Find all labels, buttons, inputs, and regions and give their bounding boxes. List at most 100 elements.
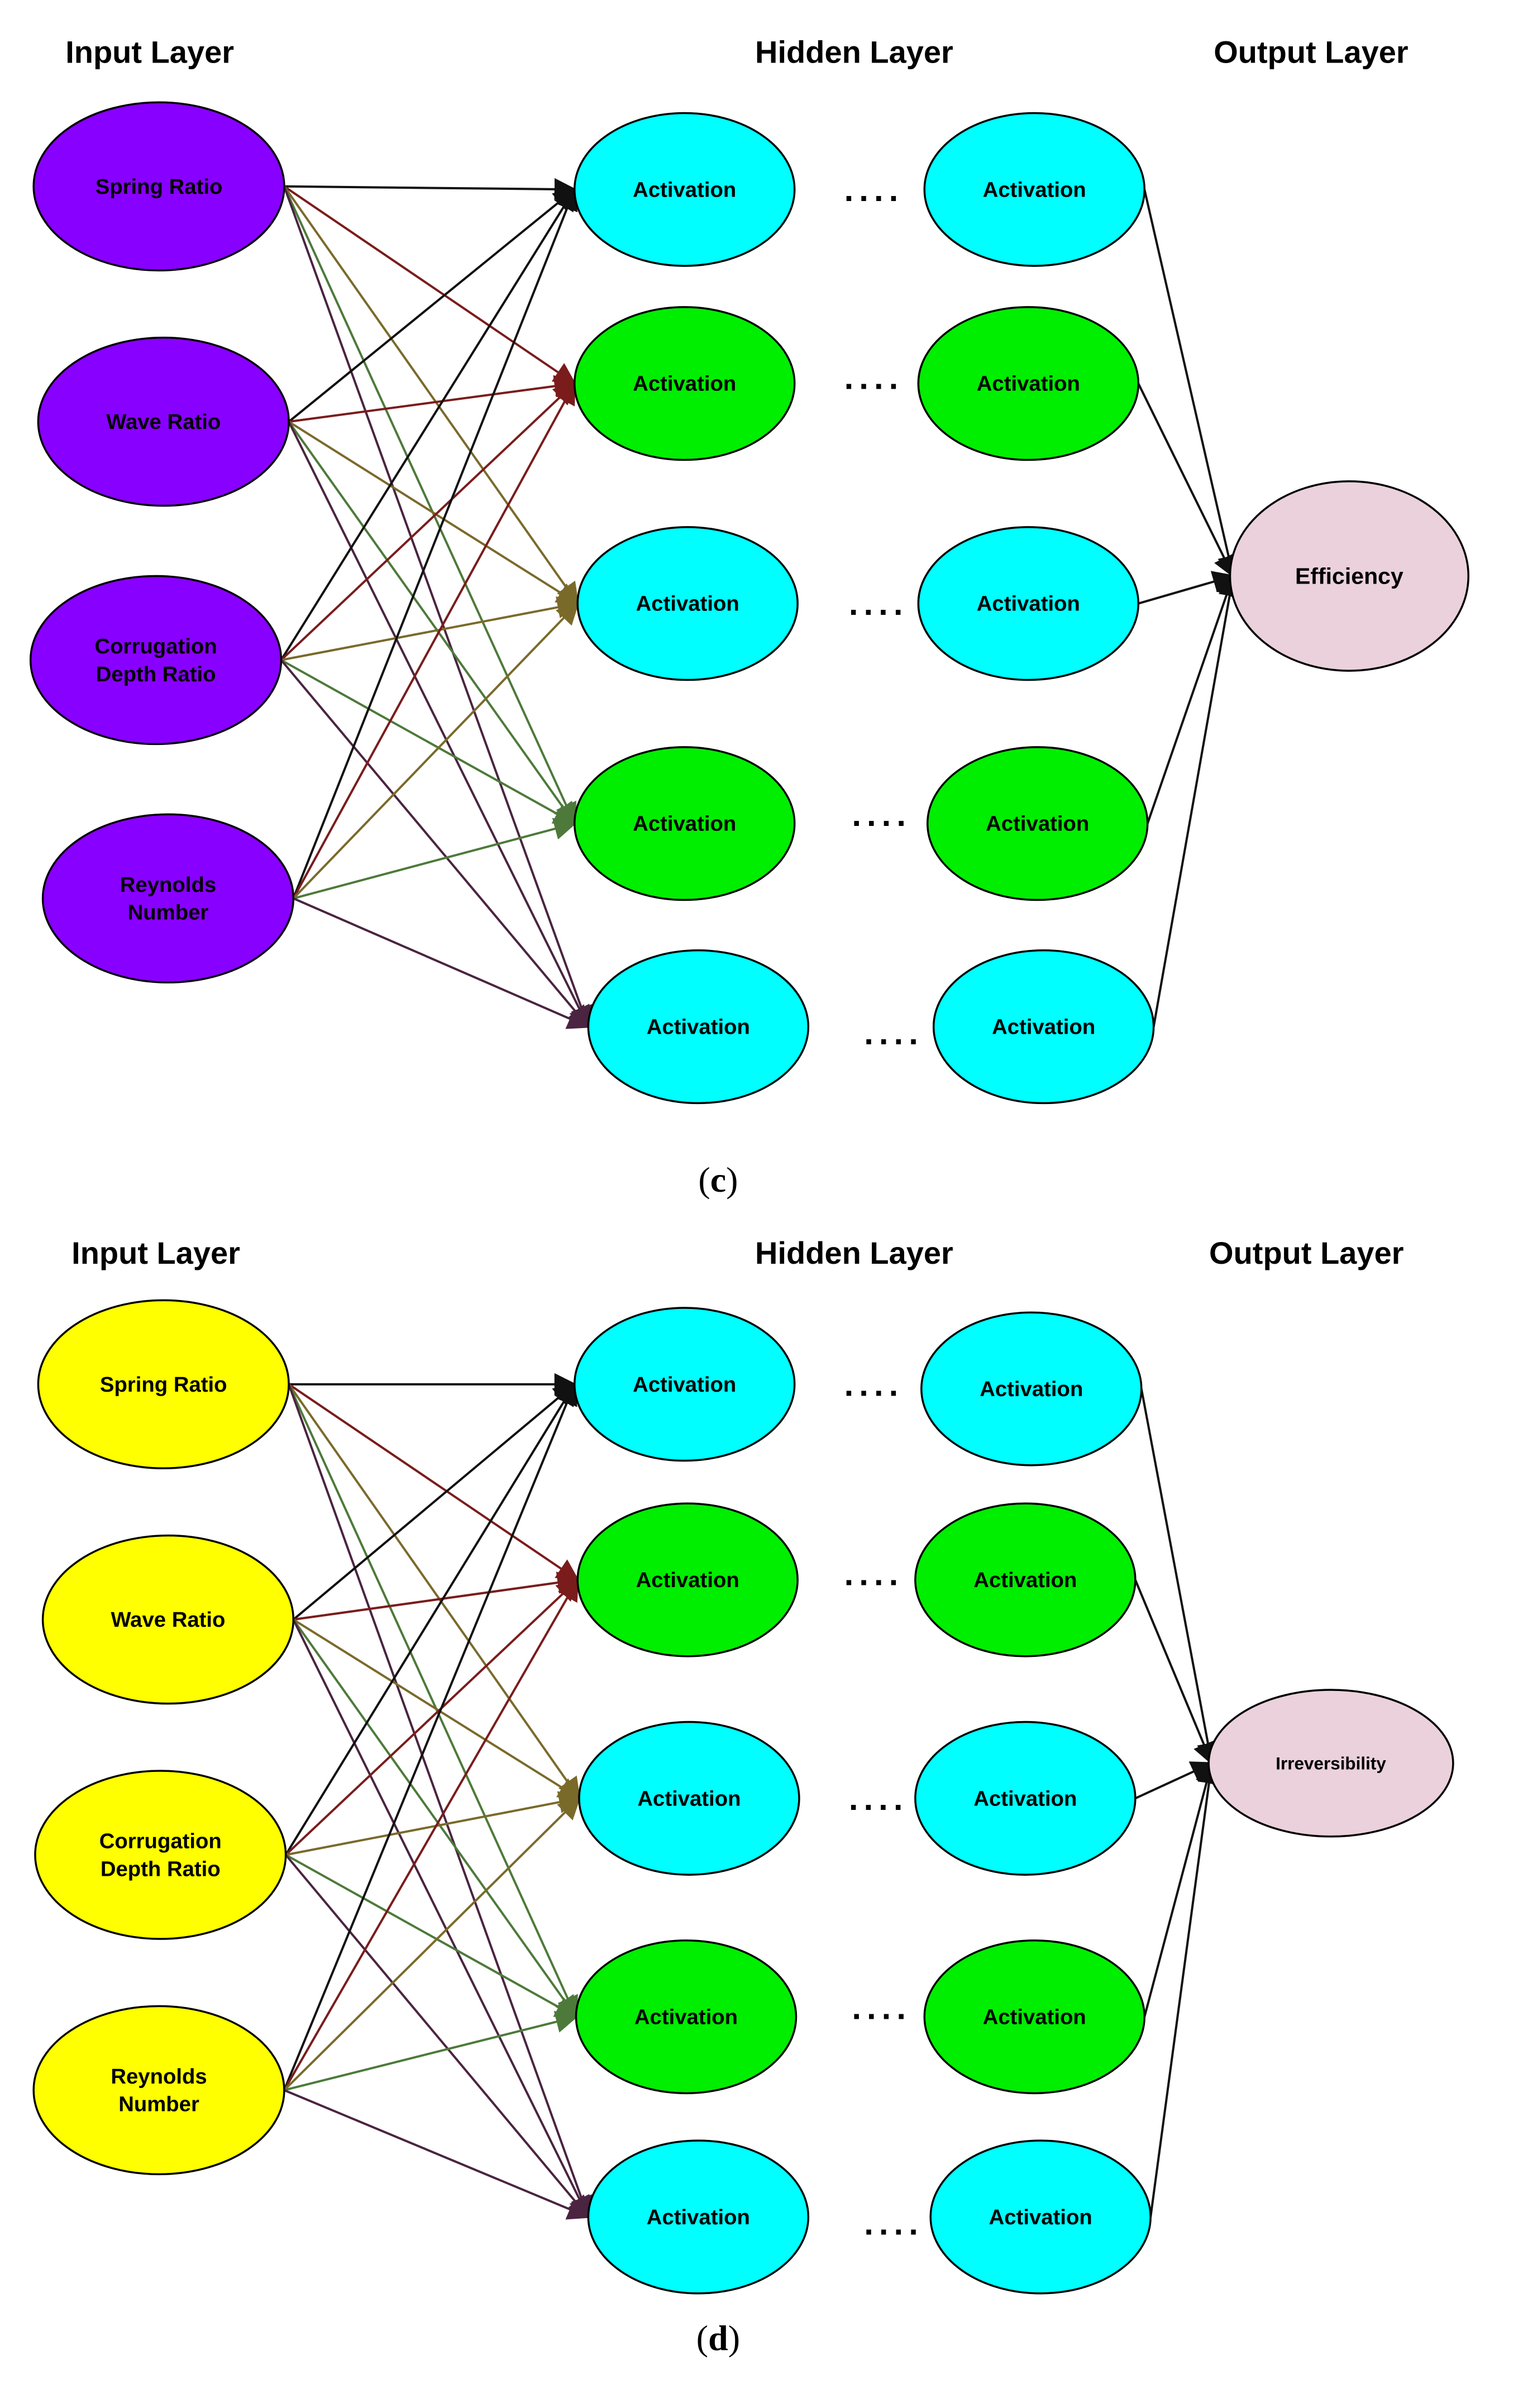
connection-input-2-hidden-4 xyxy=(292,1619,577,2019)
input-node xyxy=(41,813,295,983)
hidden-node-label: Activation xyxy=(983,178,1086,202)
ellipsis: .... xyxy=(849,585,909,622)
hidden-node-label: Activation xyxy=(983,2005,1086,2029)
ellipsis: .... xyxy=(864,1014,924,1052)
output-node-label: Irreversibility xyxy=(1276,1754,1386,1773)
connection-input-3-hidden-2 xyxy=(280,381,576,661)
hidden-node xyxy=(927,746,1149,901)
input-node xyxy=(37,1299,290,1470)
input-node-label: Spring Ratio xyxy=(100,1372,227,1396)
hidden-node xyxy=(576,1502,799,1657)
connection-input-2-hidden-1 xyxy=(293,1383,576,1621)
connection-input-4-hidden-1 xyxy=(292,187,578,899)
connection-hidden-1-output xyxy=(1143,189,1240,579)
connection-input-4-hidden-4 xyxy=(293,818,577,900)
connection-input-4-hidden-5 xyxy=(293,897,591,1029)
input-node xyxy=(32,2005,285,2176)
hidden-node xyxy=(929,2139,1152,2295)
input-node xyxy=(29,575,283,746)
hidden-node-label: Activation xyxy=(637,1786,741,1810)
connection-input-1-hidden-1 xyxy=(284,178,577,200)
connection-input-2-hidden-5 xyxy=(292,1619,590,2219)
connection-input-2-hidden-3 xyxy=(288,421,580,605)
hidden-node xyxy=(587,949,810,1105)
hidden-node-label: Activation xyxy=(986,811,1089,835)
hidden-node-label: Activation xyxy=(647,1015,750,1039)
connection-group xyxy=(280,178,1241,1029)
connection-input-2-hidden-5 xyxy=(288,421,590,1029)
hidden-node-label: Activation xyxy=(634,2005,738,2029)
hidden-node-label: Activation xyxy=(636,1568,739,1592)
hidden-node-label: Activation xyxy=(980,1377,1083,1401)
connection-input-4-hidden-4 xyxy=(284,2010,579,2091)
hidden-node-label: Activation xyxy=(973,1786,1077,1810)
panel-caption: (c) xyxy=(698,1160,738,1200)
hidden-node-label: Activation xyxy=(992,1015,1095,1039)
connection-hidden-3-output xyxy=(1138,571,1235,605)
hidden-node xyxy=(576,526,799,681)
panel-d: Input Layer Hidden Layer Output LayerSprin… xyxy=(32,1235,1454,2358)
hidden-node xyxy=(573,1307,796,1462)
input-node xyxy=(32,101,285,272)
hidden-node xyxy=(914,1721,1137,1876)
connection-input-1-hidden-5 xyxy=(288,1384,592,2219)
connection-input-1-hidden-4 xyxy=(283,185,577,826)
hidden-node xyxy=(575,1939,798,2095)
hidden-node xyxy=(573,306,796,461)
input-node-label: Wave Ratio xyxy=(106,410,221,434)
connection-input-1-hidden-5 xyxy=(283,186,592,1029)
connection-input-3-hidden-1 xyxy=(284,1382,576,1856)
connection-input-4-hidden-5 xyxy=(284,2089,591,2220)
hidden-node xyxy=(923,112,1146,267)
hidden-layer-title: Hidden Layer xyxy=(755,1235,953,1270)
output-layer-title: Output Layer xyxy=(1214,35,1408,70)
output-node xyxy=(1229,480,1470,672)
output-node xyxy=(1207,1689,1454,1838)
ellipsis: .... xyxy=(852,1989,911,2027)
hidden-layer-title: Hidden Layer xyxy=(755,35,953,70)
connection-input-3-hidden-2 xyxy=(285,1578,580,1856)
hidden-node xyxy=(920,1311,1143,1466)
connection-input-4-hidden-3 xyxy=(292,601,579,900)
ellipsis: .... xyxy=(852,796,911,833)
connection-input-4-hidden-3 xyxy=(283,1797,581,2091)
connection-input-2-hidden-1 xyxy=(288,188,576,423)
input-layer-title: Input Layer xyxy=(71,1235,240,1270)
connection-hidden-2-output xyxy=(1137,383,1235,579)
output-layer-title: Output Layer xyxy=(1209,1235,1403,1270)
connection-hidden-4-output xyxy=(1146,574,1238,824)
hidden-node xyxy=(578,1721,800,1876)
connection-hidden-4-output xyxy=(1143,1761,1217,2018)
hidden-node-label: Activation xyxy=(633,811,736,835)
hidden-node-label: Activation xyxy=(647,2205,750,2229)
hidden-node-label: Activation xyxy=(633,1372,736,1396)
hidden-node xyxy=(573,746,796,901)
input-node xyxy=(34,1770,287,1940)
ellipsis: .... xyxy=(864,2204,924,2242)
connection-hidden-5-output xyxy=(1152,574,1241,1027)
hidden-node xyxy=(587,2139,810,2295)
connection-input-2-hidden-2 xyxy=(293,1571,580,1621)
connection-hidden-2-output xyxy=(1134,1579,1215,1766)
connection-input-1-hidden-2 xyxy=(283,185,577,385)
ellipsis: .... xyxy=(844,171,904,208)
ellipsis: .... xyxy=(844,1555,904,1593)
connection-input-1-hidden-3 xyxy=(283,185,579,605)
connection-input-4-hidden-2 xyxy=(292,381,576,899)
hidden-node-label: Activation xyxy=(633,178,736,202)
hidden-node xyxy=(923,1939,1146,2095)
connection-input-2-hidden-4 xyxy=(288,421,576,825)
connection-group xyxy=(283,1373,1220,2220)
connection-input-1-hidden-4 xyxy=(288,1383,578,2019)
input-node-label: Wave Ratio xyxy=(111,1608,225,1632)
connection-input-1-hidden-2 xyxy=(288,1383,580,1582)
input-node xyxy=(37,336,290,507)
hidden-node-label: Activation xyxy=(633,371,736,395)
connection-input-3-hidden-1 xyxy=(280,187,576,661)
connection-hidden-3-output xyxy=(1135,1761,1214,1800)
